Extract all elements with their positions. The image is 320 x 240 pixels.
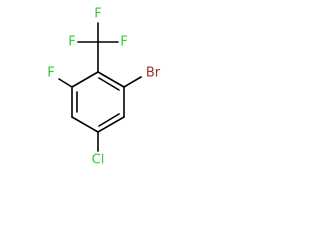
ring-inner-bond-c1-c2 bbox=[98, 77, 120, 91]
chlorine-label: Cl bbox=[92, 153, 105, 168]
ring-bond-c4-c5 bbox=[71, 116, 99, 133]
ring-bond-c1-c2 bbox=[97, 71, 125, 88]
fluorine-label-ring: F bbox=[47, 66, 54, 81]
ring-bond-c6-c1 bbox=[71, 71, 99, 88]
bromine-label: Br bbox=[146, 66, 161, 81]
fluorine-label-cf3-left: F bbox=[68, 35, 75, 50]
ring-bond-c3-c4 bbox=[97, 116, 125, 133]
ring-inner-bond-c3-c4 bbox=[98, 113, 120, 127]
molecule-structure-diagram: F F F F Br Cl bbox=[47, 7, 161, 168]
fluorine-label-cf3-top: F bbox=[94, 7, 101, 22]
fluorine-label-cf3-right: F bbox=[120, 35, 127, 50]
bond-ring-f bbox=[58, 78, 73, 88]
bond-ring-br bbox=[123, 76, 142, 88]
